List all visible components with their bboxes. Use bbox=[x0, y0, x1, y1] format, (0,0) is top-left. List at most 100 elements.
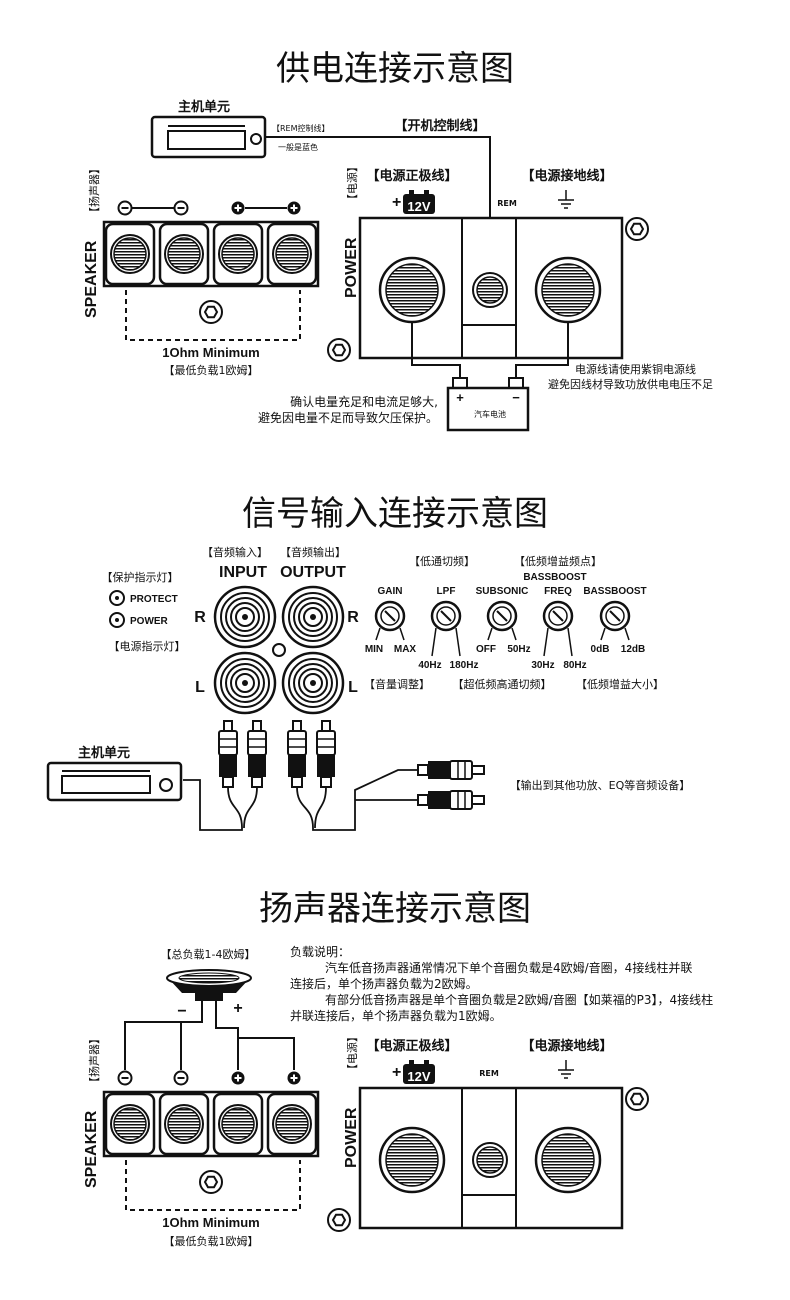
bass-freq-cn-label: 【低频增益频点】 bbox=[514, 554, 602, 568]
min-ohm-label-2: 1Ohm Minimum bbox=[162, 1215, 260, 1230]
knob-gain[interactable]: GAIN MIN MAX bbox=[365, 586, 417, 655]
knob-lpf-max: 180Hz bbox=[450, 660, 479, 671]
rca-output-r bbox=[281, 585, 345, 649]
knob-freq-min: 30Hz bbox=[531, 660, 554, 671]
rca-center-dot bbox=[272, 643, 286, 657]
speaker-jumper-2 bbox=[125, 1160, 301, 1211]
load-line-2: 连接后，单个扬声器负载为2欧姆。 bbox=[290, 976, 478, 991]
rem-label: REM bbox=[497, 199, 517, 208]
knob-bassboost-max: 12dB bbox=[621, 644, 645, 655]
knob-subsonic[interactable]: SUBSONIC OFF 50Hz bbox=[476, 586, 531, 655]
sub-plus: + bbox=[233, 1000, 242, 1017]
speaker-cn-label: 【扬声器】 bbox=[87, 163, 101, 218]
speaker-jumper bbox=[125, 290, 301, 341]
power-terminal-block bbox=[358, 216, 624, 360]
minus-icon bbox=[173, 200, 189, 216]
knob-subsonic-name: SUBSONIC bbox=[476, 586, 529, 597]
section2-title: 信号输入连接示意图 bbox=[242, 494, 548, 534]
v12-label: 12V bbox=[407, 199, 430, 214]
audio-in-label: 【音频输入】 bbox=[202, 545, 268, 559]
sub-minus: − bbox=[177, 1003, 186, 1020]
power-led-label: POWER bbox=[130, 616, 169, 627]
load-line-3: 有部分低音扬声器是单个音圈负载是2欧姆/音圈【如莱福的P3】，4接线柱 bbox=[325, 992, 713, 1007]
plus-icon bbox=[286, 200, 302, 216]
power-cn-label: 【电源】 bbox=[345, 161, 359, 205]
gnd-power-wire bbox=[515, 322, 569, 385]
section1-title: 供电连接示意图 bbox=[276, 49, 514, 89]
lpf-cn-label: 【低通切频】 bbox=[409, 554, 475, 568]
battery-minus: − bbox=[512, 390, 520, 405]
battery-plus: + bbox=[456, 390, 464, 405]
rca-plug bbox=[247, 720, 267, 788]
rca-input-r bbox=[213, 585, 277, 649]
knob-bassboost-name: BASSBOOST bbox=[583, 586, 646, 597]
load-title: 负载说明： bbox=[290, 944, 350, 959]
knob-freq-max: 80Hz bbox=[563, 660, 586, 671]
ground-icon bbox=[557, 189, 575, 209]
protect-cn-label: 【保护指示灯】 bbox=[102, 570, 179, 584]
input-label: INPUT bbox=[219, 564, 267, 581]
knob-freq[interactable]: FREQ 30Hz 80Hz bbox=[531, 586, 586, 671]
rca-plug bbox=[218, 720, 238, 788]
pos-wire-label: 【电源正极线】 bbox=[366, 168, 457, 183]
car-battery bbox=[446, 377, 530, 432]
battery-label: 汽车电池 bbox=[474, 409, 506, 419]
knob-subsonic-max: 50Hz bbox=[507, 644, 530, 655]
min-ohm-label: 1Ohm Minimum bbox=[162, 345, 260, 360]
head-unit-device bbox=[150, 115, 267, 159]
bolt-icon bbox=[625, 217, 649, 241]
rca-plug bbox=[417, 790, 485, 810]
minus-icon bbox=[173, 1070, 189, 1086]
gnd-wire-label: 【电源接地线】 bbox=[521, 168, 612, 183]
signal-wires bbox=[183, 769, 418, 831]
knob-gain-min: MIN bbox=[365, 644, 383, 655]
vol-cn-label: 【音量调整】 bbox=[364, 677, 430, 691]
power-note-2: 避免因线材导致功放供电电压不足 bbox=[548, 377, 713, 391]
bass-gain-cn-label: 【低频增益大小】 bbox=[576, 677, 664, 691]
output-r-label: R bbox=[347, 609, 359, 626]
knob-lpf-min: 40Hz bbox=[418, 660, 441, 671]
subwoofer-icon bbox=[166, 969, 252, 1001]
blue-note: 一般是蓝色 bbox=[278, 142, 318, 152]
rem-label-2: REM bbox=[479, 1069, 499, 1078]
speaker-label-2: SPEAKER bbox=[83, 1110, 100, 1188]
knob-subsonic-min: OFF bbox=[476, 644, 496, 655]
load-line-4: 并联连接后，单个扬声器负载为1欧姆。 bbox=[290, 1008, 502, 1023]
battery-note-1: 确认电量充足和电流足够大, bbox=[290, 394, 438, 409]
head-unit-label-2: 主机单元 bbox=[78, 745, 130, 760]
speaker-cn-label-2: 【扬声器】 bbox=[87, 1033, 101, 1088]
knob-freq-name: FREQ bbox=[544, 586, 572, 597]
bolt-icon bbox=[327, 338, 351, 362]
input-l-label: L bbox=[195, 679, 205, 696]
minus-icon bbox=[117, 200, 133, 216]
knob-lpf[interactable]: LPF 40Hz 180Hz bbox=[418, 586, 478, 671]
speaker-terminal-group bbox=[102, 200, 320, 288]
plus-icon bbox=[286, 1070, 302, 1086]
power-cn-led-label: 【电源指示灯】 bbox=[109, 639, 186, 653]
bolt-icon bbox=[625, 1087, 649, 1111]
rca-input-l bbox=[213, 651, 277, 715]
knob-bassboost-min: 0dB bbox=[591, 644, 610, 655]
protect-led-icon bbox=[109, 590, 125, 606]
input-r-label: R bbox=[194, 609, 206, 626]
power-terminal-block-2 bbox=[358, 1086, 624, 1230]
rca-output-l bbox=[281, 651, 345, 715]
min-load-label-2: 【最低负载1欧姆】 bbox=[164, 1234, 259, 1248]
out-note: 【输出到其他功放、EQ等音频设备】 bbox=[510, 778, 691, 792]
rca-plug bbox=[417, 760, 485, 780]
power-cn-label-2: 【电源】 bbox=[345, 1031, 359, 1075]
power-label: POWER bbox=[343, 237, 360, 298]
v12-label-2: 12V bbox=[407, 1069, 430, 1084]
load-line-1: 汽车低音扬声器通常情况下单个音圈负载是4欧姆/音圈，4接线柱并联 bbox=[325, 960, 692, 975]
power-led-icon bbox=[109, 612, 125, 628]
pos-power-wire bbox=[411, 322, 461, 385]
head-unit-label: 主机单元 bbox=[178, 99, 230, 114]
ground-icon bbox=[557, 1059, 575, 1079]
section3-title: 扬声器连接示意图 bbox=[259, 889, 531, 929]
head-unit-device-2 bbox=[46, 761, 183, 802]
plus-sign-2: + bbox=[392, 1064, 401, 1081]
total-load-label: 【总负载1-4欧姆】 bbox=[161, 947, 256, 961]
rem-wire-label: 【REM控制线】 bbox=[272, 123, 330, 133]
knob-bassboost[interactable]: BASSBOOST 0dB 12dB bbox=[583, 586, 646, 655]
